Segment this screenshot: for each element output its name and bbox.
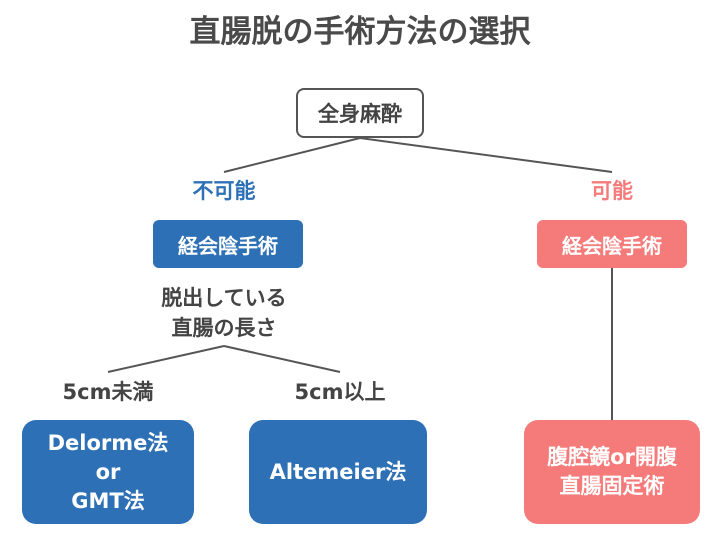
procedure-box-delorme-gmt: Delorme法 or GMT法	[22, 420, 194, 524]
connector-cond-right	[223, 345, 341, 373]
condition-prolapse-length: 脱出している 直腸の長さ	[161, 286, 287, 340]
root-box-general-anesthesia: 全身麻酔	[296, 88, 424, 138]
branch-label-possible: 可能	[591, 179, 633, 203]
procedure-label-rectopexy: 腹腔鏡or開腹 直腸固定術	[547, 445, 677, 498]
perineal-approach-box-right: 経会陰手術	[537, 220, 687, 268]
branch-label-impossible: 不可能	[192, 179, 256, 203]
procedure-label-altemeier: Altemeier法	[269, 459, 407, 484]
procedure-box-rectopexy: 腹腔鏡or開腹 直腸固定術	[524, 420, 700, 524]
connector-root-left	[223, 137, 361, 173]
perineal-approach-box-left: 経会陰手術	[153, 220, 303, 268]
root-label: 全身麻酔	[318, 102, 402, 126]
connector-cond-left	[107, 345, 225, 373]
size-label-over-5cm: 5cm以上	[294, 380, 386, 404]
diagram-title: 直腸脱の手術方法の選択	[189, 14, 531, 50]
perineal-approach-label-right: 経会陰手術	[562, 233, 662, 258]
size-label-under-5cm: 5cm未満	[62, 380, 154, 404]
connector-root-right	[359, 137, 613, 173]
procedure-label-delorme-gmt: Delorme法 or GMT法	[47, 430, 169, 513]
procedure-box-altemeier: Altemeier法	[249, 420, 427, 524]
perineal-approach-label-left: 経会陰手術	[178, 233, 278, 258]
